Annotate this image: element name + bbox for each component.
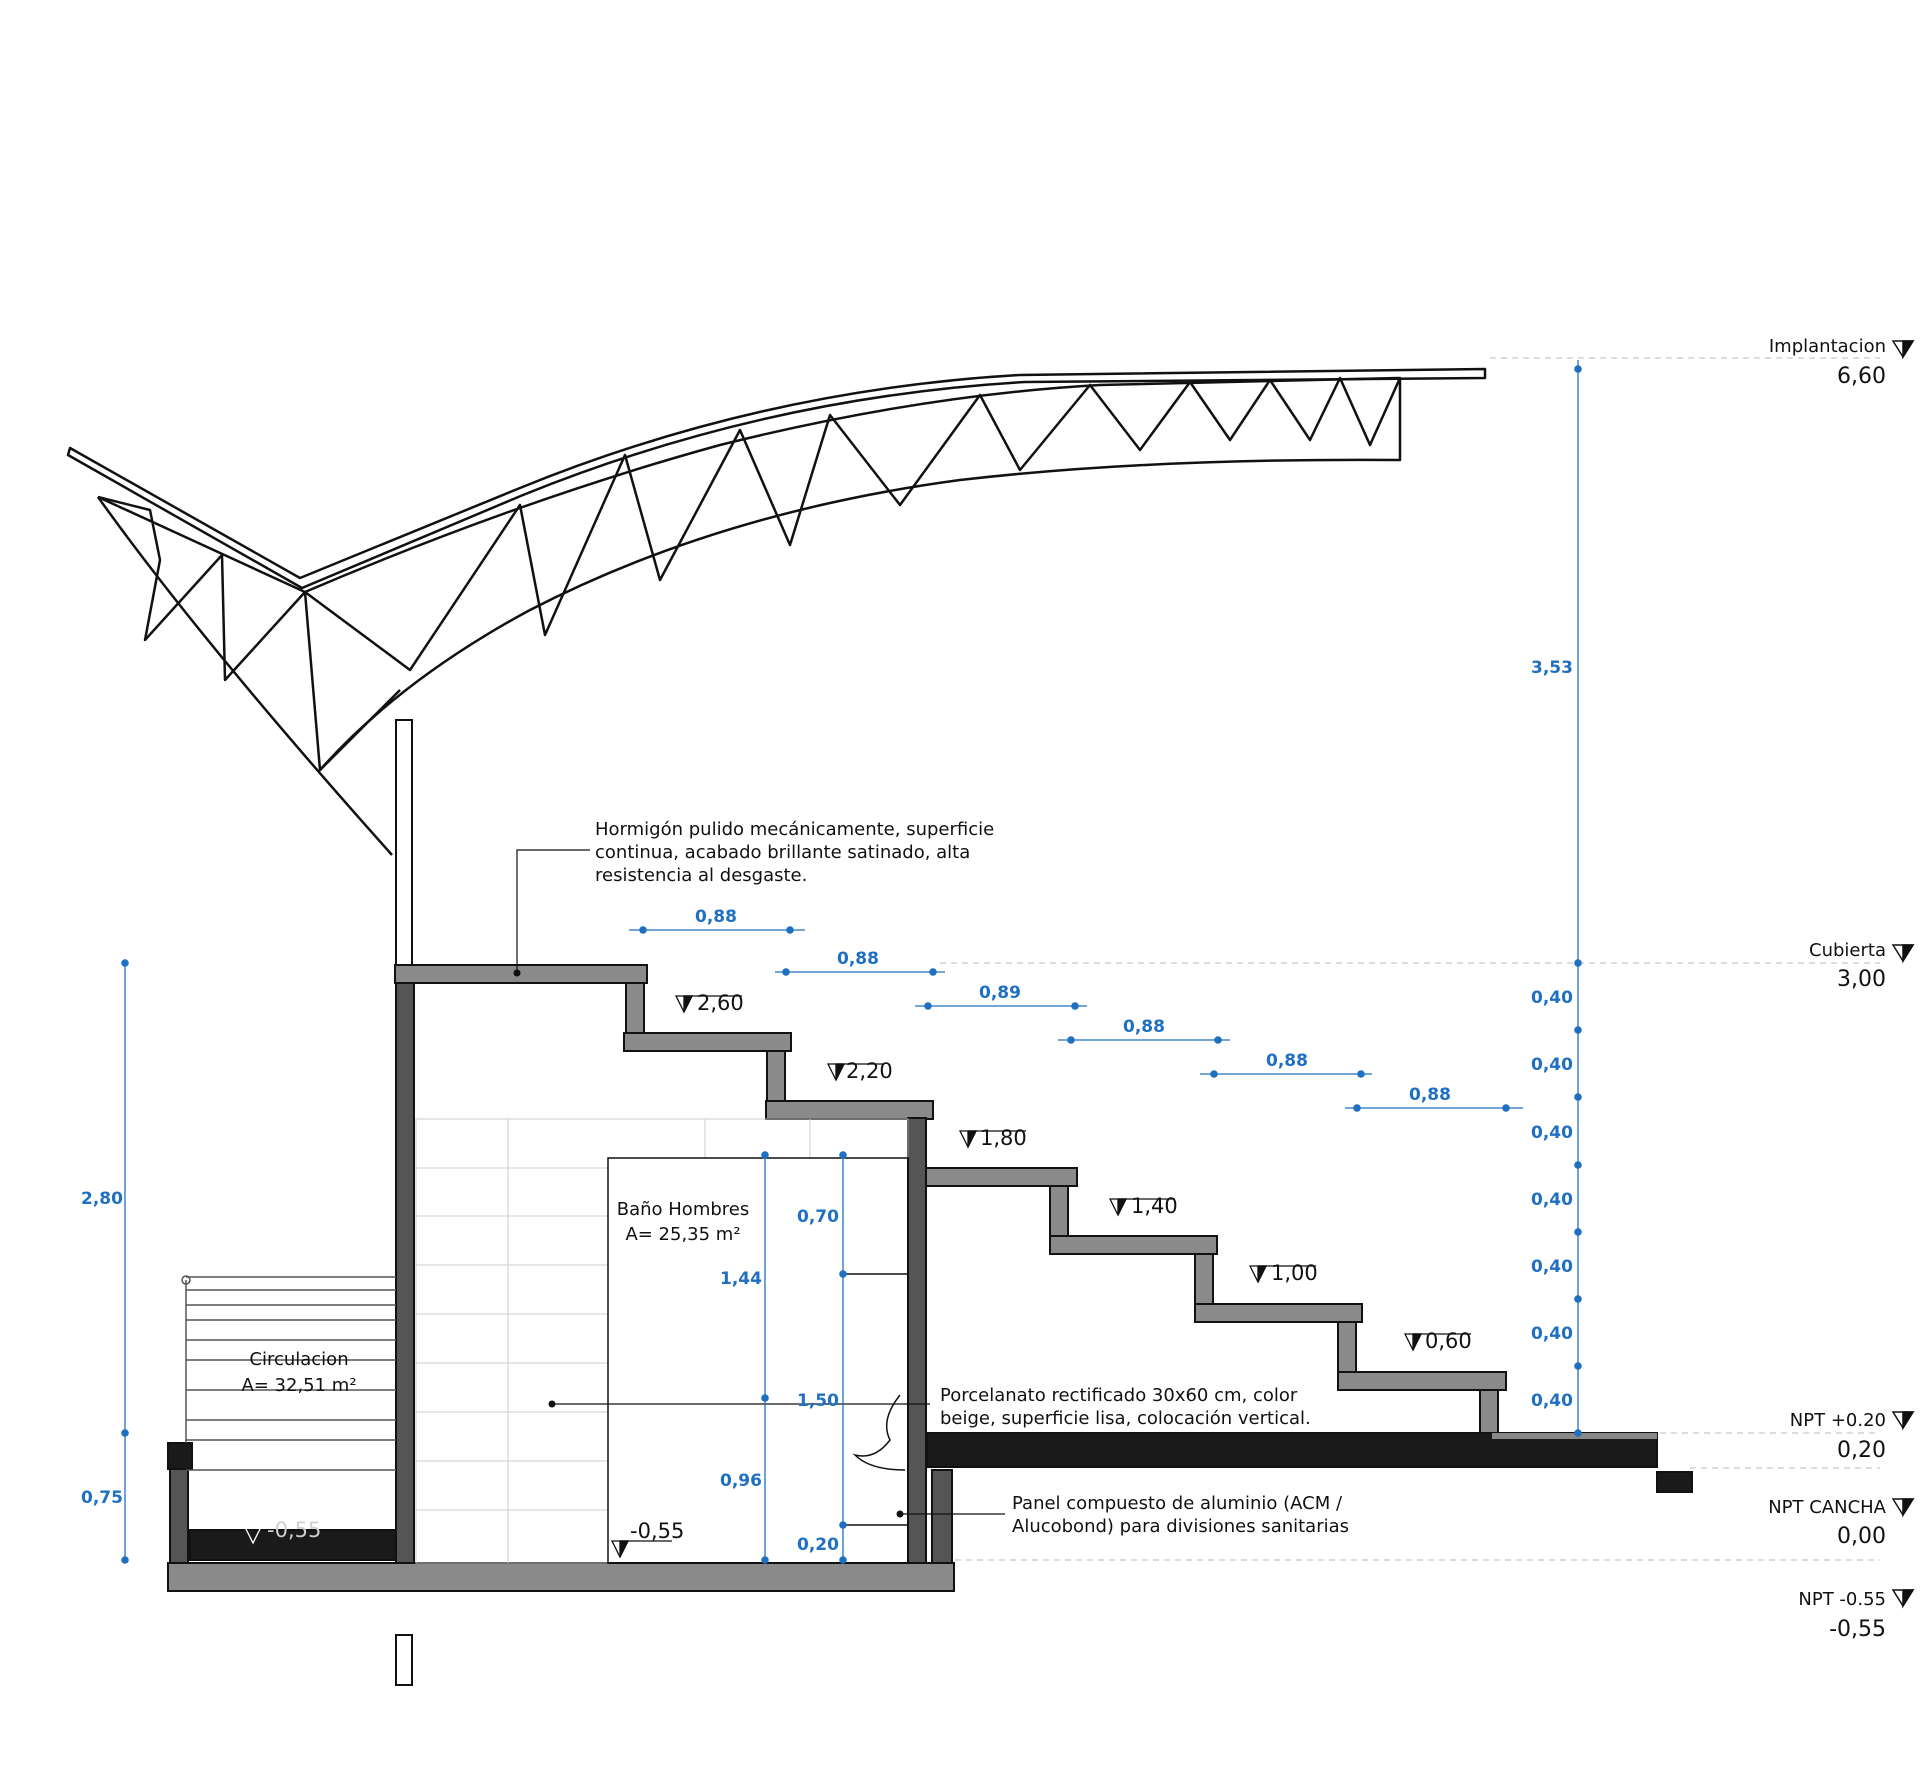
roof-truss (66, 367, 1487, 856)
dimension-ticks (121, 365, 1582, 1564)
level-value-npt-020: 0,20 (1837, 1438, 1886, 1463)
dim-left-1: 0,75 (81, 1488, 123, 1508)
dim-left-0: 2,80 (81, 1189, 123, 1209)
dim-interior-b-1: 1,50 (797, 1391, 839, 1411)
step-level-1: 2,20 (846, 1059, 893, 1083)
dim-interior-a-1: 0,96 (720, 1471, 762, 1491)
concrete-note-line-3: resistencia al desgaste. (595, 865, 807, 886)
dim-h-4: 0,88 (1266, 1051, 1308, 1071)
dim-h-5: 0,88 (1409, 1085, 1451, 1105)
dim-h-1: 0,88 (837, 949, 879, 969)
floor-level-bath: -0,55 (630, 1519, 684, 1543)
dim-right-total: 3,53 (1531, 658, 1573, 678)
leader-lines (516, 849, 1005, 1515)
dim-h-0: 0,88 (695, 907, 737, 927)
urinal (852, 1394, 906, 1471)
level-value-implantacion: 6,60 (1837, 364, 1886, 389)
dimension-lines (124, 360, 1579, 1560)
panel-note-line-2: Alucobond) para divisiones sanitarias (1012, 1516, 1349, 1537)
concrete-note-line-1: Hormigón pulido mecánicamente, superfici… (595, 819, 994, 840)
dim-riser-4: 0,40 (1531, 1257, 1573, 1277)
dim-h-2: 0,89 (979, 983, 1021, 1003)
concrete-structure (167, 964, 1693, 1592)
dim-riser-3: 0,40 (1531, 1190, 1573, 1210)
step-level-2: 1,80 (980, 1126, 1027, 1150)
circulation-room-name: Circulacion (249, 1349, 348, 1370)
dim-riser-5: 0,40 (1531, 1324, 1573, 1344)
step-level-4: 1,00 (1271, 1261, 1318, 1285)
dim-riser-2: 0,40 (1531, 1123, 1573, 1143)
level-markers (1891, 340, 1915, 1609)
step-level-3: 1,40 (1131, 1194, 1178, 1218)
level-value-npt-055: -0,55 (1829, 1617, 1886, 1642)
dim-interior-b-2: 0,20 (797, 1535, 839, 1555)
dim-riser-6: 0,40 (1531, 1391, 1573, 1411)
bath-room-area: A= 25,35 m² (625, 1224, 740, 1245)
level-value-cubierta: 3,00 (1837, 967, 1886, 992)
level-guides (940, 357, 1880, 1561)
partition-panel (607, 1157, 909, 1564)
level-name-npt-cancha: NPT CANCHA (1768, 1497, 1886, 1518)
railing (181, 1275, 396, 1471)
porcelain-note-line-1: Porcelanato rectificado 30x60 cm, color (940, 1385, 1298, 1406)
level-name-cubierta: Cubierta (1809, 940, 1886, 961)
dim-interior-a-0: 1,44 (720, 1269, 762, 1289)
dim-riser-1: 0,40 (1531, 1055, 1573, 1075)
level-value-npt-cancha: 0,00 (1837, 1524, 1886, 1549)
step-level-0: 2,60 (697, 991, 744, 1015)
panel-note-line-1: Panel compuesto de aluminio (ACM / (1012, 1493, 1343, 1514)
level-name-implantacion: Implantacion (1769, 336, 1886, 357)
step-level-markers (243, 995, 1471, 1559)
level-name-npt-055: NPT -0.55 (1798, 1589, 1886, 1610)
floor-level-pit: -0,55 (267, 1518, 321, 1542)
concrete-note-line-2: continua, acabado brillante satinado, al… (595, 842, 970, 863)
steel-column (395, 719, 413, 1686)
level-name-npt-020: NPT +0.20 (1790, 1410, 1886, 1431)
dim-riser-0: 0,40 (1531, 988, 1573, 1008)
bath-room-name: Baño Hombres (617, 1199, 750, 1220)
tile-grid (415, 1118, 909, 1564)
step-level-5: 0,60 (1425, 1329, 1472, 1353)
porcelain-note-line-2: beige, superficie lisa, colocación verti… (940, 1408, 1311, 1429)
dim-interior-b-0: 0,70 (797, 1207, 839, 1227)
circulation-room-area: A= 32,51 m² (241, 1375, 356, 1396)
dim-h-3: 0,88 (1123, 1017, 1165, 1037)
